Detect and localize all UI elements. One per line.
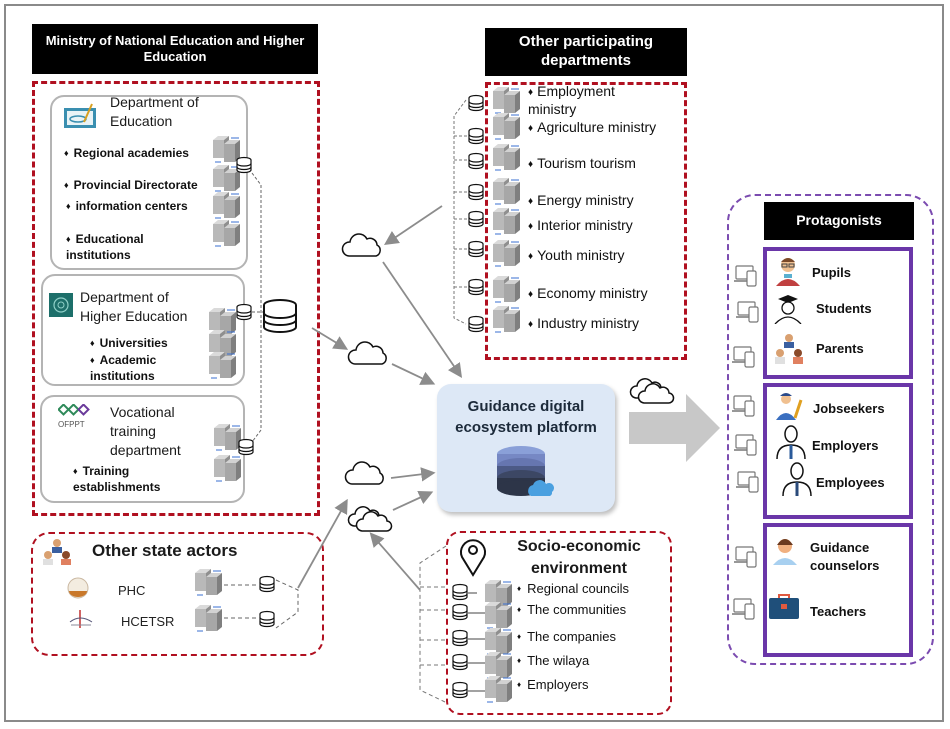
ministry-item: ♦Economy ministry: [528, 285, 648, 301]
bullet-icon: ♦: [517, 680, 522, 689]
guidance-platform-title: Guidance digital ecosystem platform: [455, 398, 597, 436]
protagonist-label: Students: [816, 301, 872, 316]
higher-education-item: ♦Universities: [90, 336, 168, 350]
other-state-actors-container: [31, 532, 324, 656]
socio-economic-title: Socio-economic environment: [517, 538, 641, 577]
bullet-icon: ♦: [528, 319, 534, 330]
cloud-database-icon: [497, 446, 554, 496]
ministry-title: Ministry of National Education and Highe…: [32, 24, 318, 74]
employer-icon: [776, 425, 806, 459]
people-group-icon: [43, 539, 71, 565]
jobseeker-icon: [776, 393, 803, 420]
guidance-platform-box: Guidance digital ecosystem platform: [437, 384, 615, 512]
higher-education-item: ♦Academic institutions: [90, 353, 157, 383]
department-higher-education-title: Department of Higher Education: [80, 289, 188, 324]
diagram-frame: [4, 4, 944, 722]
ministry-title-text: Ministry of National Education and Highe…: [45, 32, 305, 64]
department-education-title: Department of Education: [110, 94, 199, 129]
employee-icon: [782, 462, 812, 496]
bullet-icon: ♦: [64, 148, 69, 158]
protagonists-title-text: Protagonists: [796, 212, 882, 229]
protagonist-label: Employees: [816, 475, 885, 490]
education-logo-icon: [64, 103, 96, 128]
bullet-icon: ♦: [90, 355, 95, 365]
bullet-icon: ♦: [64, 180, 69, 190]
protagonists-title: Protagonists: [764, 202, 914, 240]
pupil-icon: [776, 258, 800, 286]
student-graduate-icon: [774, 295, 802, 324]
protagonist-label: Jobseekers: [813, 401, 885, 416]
ofppt-logo-text: OFPPT: [58, 420, 85, 429]
bullet-icon: ♦: [73, 466, 78, 476]
socio-economic-item: ♦The wilaya: [517, 653, 590, 668]
bullet-icon: ♦: [528, 221, 534, 232]
protagonist-label: Employers: [812, 438, 879, 453]
ministry-container: [32, 81, 320, 516]
ministry-item: ♦Energy ministry: [528, 192, 634, 208]
socio-economic-item: ♦Regional councils: [517, 581, 629, 596]
bullet-icon: ♦: [66, 234, 71, 244]
bullet-icon: ♦: [528, 159, 534, 170]
education-item: ♦information centers: [66, 199, 188, 213]
socio-economic-container: [446, 531, 672, 715]
phc-logo-icon: [67, 577, 89, 599]
ministry-item: ♦Industry ministry: [528, 315, 640, 331]
other-departments-container: [485, 82, 687, 360]
ministry-item: ♦Youth ministry: [528, 247, 625, 263]
bullet-icon: ♦: [528, 87, 534, 98]
teacher-briefcase-icon: [769, 594, 799, 619]
protagonist-label: Guidance counselors: [810, 540, 880, 573]
education-item: ♦Provincial Directorate: [64, 178, 198, 192]
bullet-icon: ♦: [528, 123, 534, 134]
protagonists-container: [727, 194, 934, 665]
socio-economic-item: ♦The communities: [517, 602, 627, 617]
phc-label: PHC: [118, 583, 146, 598]
ministry-item: ♦Tourism tourism: [528, 155, 636, 171]
education-item: ♦Regional academies: [64, 146, 189, 160]
socio-economic-item: ♦Employers: [517, 677, 589, 692]
hcetsr-logo-icon: [69, 610, 93, 628]
education-item: ♦Educational institutions: [66, 232, 144, 262]
other-departments-title-text: Other participating departments: [518, 33, 654, 69]
parents-icon: [775, 334, 803, 364]
protagonist-label: Teachers: [810, 604, 867, 619]
other-state-actors-title: Other state actors: [92, 541, 238, 560]
hcetsr-label: HCETSR: [121, 614, 175, 629]
bullet-icon: ♦: [528, 196, 534, 207]
bullet-icon: ♦: [517, 632, 522, 641]
bullet-icon: ♦: [517, 605, 522, 614]
ministry-item: ♦Agriculture ministry: [528, 119, 657, 135]
other-departments-title: Other participating departments: [485, 28, 687, 76]
bullet-icon: ♦: [90, 338, 95, 348]
bullet-icon: ♦: [517, 656, 522, 665]
ministry-item: ♦Interior ministry: [528, 217, 633, 233]
protagonist-group-workforce: [763, 383, 913, 519]
guidance-counselor-icon: [773, 539, 797, 565]
socio-economic-item: ♦The companies: [517, 629, 616, 644]
vocational-item: ♦Training establishments: [73, 464, 161, 494]
ministry-item: ♦Employment ministry: [528, 83, 615, 117]
ofppt-logo-icon: [58, 404, 90, 416]
higher-education-logo-icon: [49, 293, 73, 317]
location-pin-icon: [460, 539, 486, 577]
protagonist-label: Parents: [816, 341, 864, 356]
bullet-icon: ♦: [528, 289, 534, 300]
bullet-icon: ♦: [528, 251, 534, 262]
vocational-training-title: Vocational training department: [110, 404, 181, 457]
protagonist-label: Pupils: [812, 265, 852, 280]
bullet-icon: ♦: [517, 584, 522, 593]
bullet-icon: ♦: [66, 201, 71, 211]
